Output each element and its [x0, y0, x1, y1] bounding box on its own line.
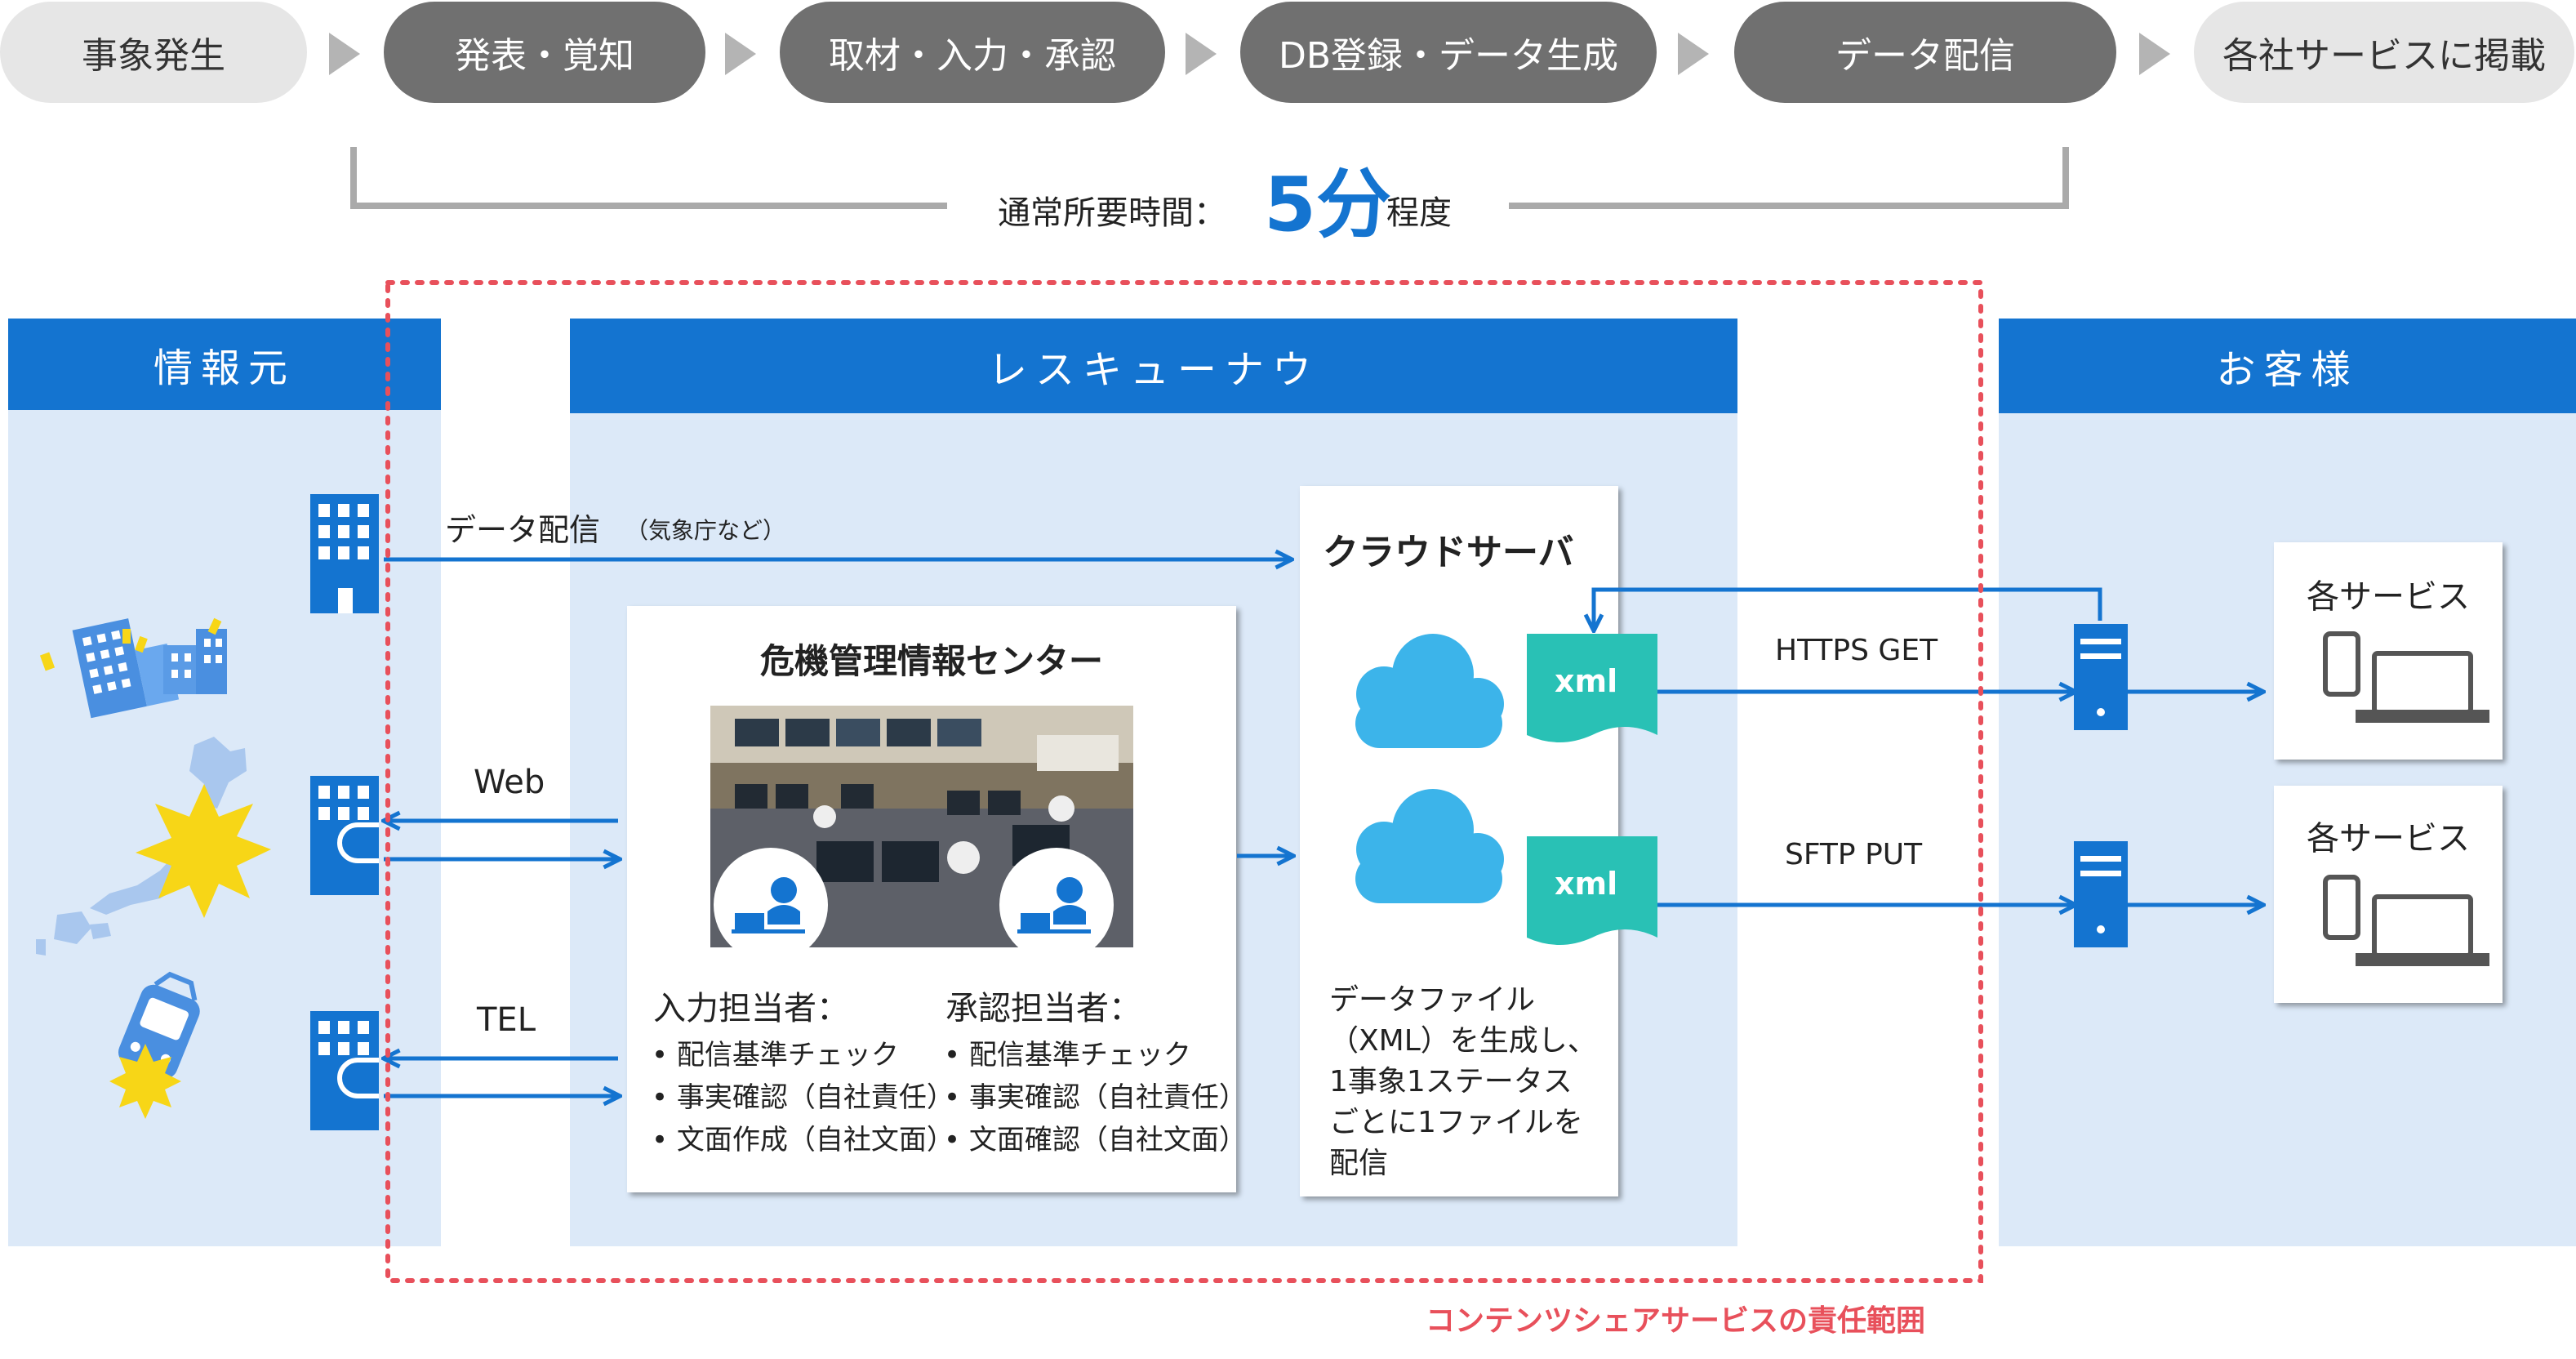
flow-step-input-approval: 取材・入力・承認: [780, 2, 1165, 103]
server-icon: [2074, 624, 2128, 730]
time-label: 通常所要時間：: [998, 194, 1226, 232]
responsibility-scope-label: コンテンツシェアサービスの責任範囲: [1426, 1304, 1926, 1338]
approval-task-list: • 配信基準チェック • 事実確認（自社責任） • 文面確認（自社文面）: [944, 1034, 1247, 1161]
responsibility-scope-border: [385, 280, 1983, 1283]
https-get-label: HTTPS GET: [1775, 634, 1938, 667]
input-operator-title: 入力担当者：: [653, 990, 849, 1027]
flow-arrow-icon: [1186, 33, 1217, 75]
description-line: ごとに1ファイルを: [1329, 1106, 1583, 1139]
flow-arrow-icon: [2139, 33, 2170, 75]
description-line: 1事象1ステータス: [1329, 1065, 1573, 1098]
https-poll-arrow: [1594, 587, 2102, 629]
list-item: • 文面確認（自社文面）: [944, 1124, 1247, 1156]
device-icon: [2323, 631, 2489, 723]
flow-step-db-registration: DB登録・データ生成: [1240, 2, 1657, 103]
sftp-put-label: SFTP PUT: [1785, 838, 1923, 871]
input-operator-icon: [714, 848, 828, 962]
xml-file-icon: [1527, 634, 1657, 742]
flow-step-data-delivery: データ配信: [1734, 2, 2116, 103]
service-label-2: 各サービス: [2307, 820, 2470, 858]
web-label: Web: [474, 764, 545, 801]
flow-arrow-icon: [725, 33, 756, 75]
description-line: データファイル: [1329, 983, 1536, 1017]
tel-label: TEL: [477, 1001, 536, 1039]
device-icon: [2323, 875, 2489, 966]
building-icon: [310, 494, 379, 613]
list-item: • 配信基準チェック: [652, 1039, 899, 1072]
xml-label-1: xml: [1555, 663, 1618, 699]
city-buildings-icon: [39, 617, 227, 719]
list-item: • 配信基準チェック: [944, 1039, 1191, 1072]
flow-arrow-icon: [1678, 33, 1709, 75]
approval-operator-icon: [999, 848, 1114, 962]
data-delivery-note: （気象庁など）: [625, 517, 786, 544]
crisis-center-title: 危機管理情報センター: [759, 641, 1103, 681]
flow-step-publish: 各社サービスに掲載: [2194, 2, 2574, 103]
list-item: • 文面作成（自社文面）: [652, 1124, 954, 1156]
rescuenow-header: レスキューナウ: [570, 319, 1737, 413]
time-suffix: 程度: [1386, 194, 1452, 232]
data-delivery-label: データ配信: [445, 512, 601, 548]
source-header: 情報元: [8, 319, 441, 410]
flow-step-incident: 事象発生: [0, 2, 307, 103]
building-tel-icon: [310, 1011, 379, 1130]
list-item: • 事実確認（自社責任）: [652, 1081, 954, 1114]
list-item: • 事実確認（自社責任）: [944, 1081, 1247, 1114]
train-icon: [109, 971, 200, 1119]
flow-arrow-icon: [329, 33, 360, 75]
cloud-icon: [1355, 634, 1504, 748]
cloud-server-title: クラウドサーバ: [1323, 532, 1574, 573]
explosion-icon: [136, 784, 271, 918]
server-icon: [2074, 841, 2128, 947]
flow-step-announcement: 発表・覚知: [384, 2, 705, 103]
cloud-description: データファイル （XML）を生成し、 1事象1ステータス ごとに1ファイルを 配…: [1329, 980, 1597, 1184]
description-line: （XML）を生成し、: [1329, 1024, 1597, 1058]
customer-header: お客様: [1999, 319, 2576, 413]
time-bracket: [350, 147, 2069, 209]
description-line: 配信: [1329, 1147, 1389, 1180]
xml-label-2: xml: [1555, 866, 1618, 902]
approval-operator-title: 承認担当者：: [945, 990, 1141, 1027]
cloud-icon: [1355, 789, 1504, 903]
service-label-1: 各サービス: [2307, 578, 2470, 616]
xml-file-icon: [1527, 836, 1657, 945]
building-web-icon: [310, 776, 379, 895]
input-task-list: • 配信基準チェック • 事実確認（自社責任） • 文面作成（自社文面）: [652, 1034, 954, 1161]
time-value: 5分: [1264, 161, 1392, 248]
